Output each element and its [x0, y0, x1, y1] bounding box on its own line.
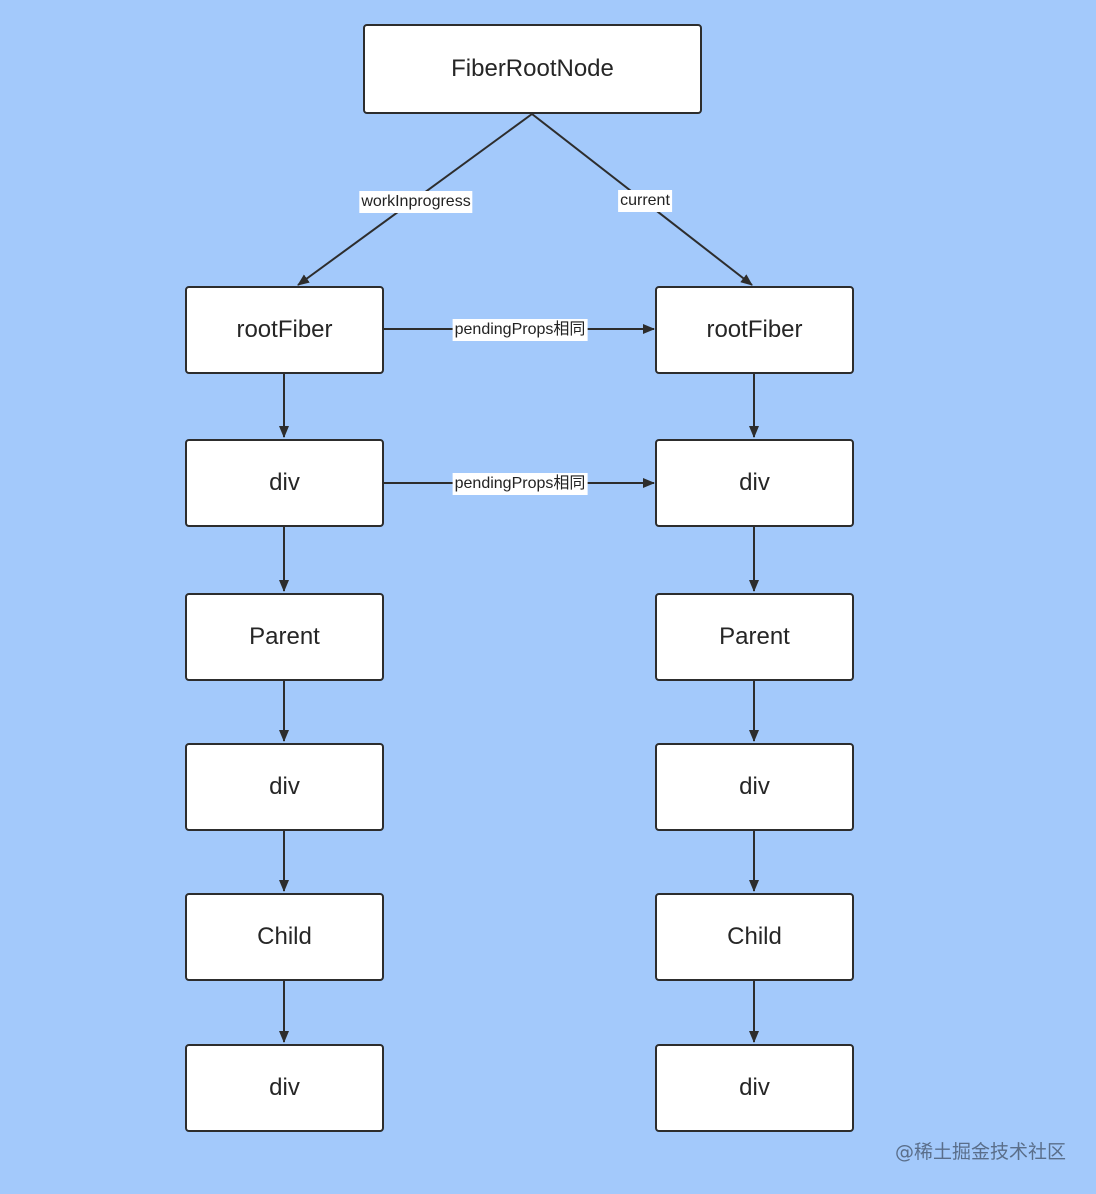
edge-label-workinprogress: workInprogress: [359, 191, 473, 213]
edge-label-pending-div: pendingProps相同: [452, 473, 588, 495]
node-wip-child: Child: [185, 893, 384, 981]
node-cur-rootfiber: rootFiber: [655, 286, 854, 374]
node-wip-div-2: div: [185, 743, 384, 831]
node-cur-parent: Parent: [655, 593, 854, 681]
node-cur-div-1: div: [655, 439, 854, 527]
watermark: @稀土掘金技术社区: [894, 1141, 1066, 1163]
node-wip-div-1: div: [185, 439, 384, 527]
node-wip-div-3: div: [185, 1044, 384, 1132]
node-cur-child: Child: [655, 893, 854, 981]
edge-label-pending-rootfiber: pendingProps相同: [452, 319, 588, 341]
node-cur-div-3: div: [655, 1044, 854, 1132]
node-wip-rootfiber: rootFiber: [185, 286, 384, 374]
node-cur-div-2: div: [655, 743, 854, 831]
edge-label-current: current: [618, 190, 672, 212]
node-fiber-root-node: FiberRootNode: [363, 24, 702, 114]
node-wip-parent: Parent: [185, 593, 384, 681]
